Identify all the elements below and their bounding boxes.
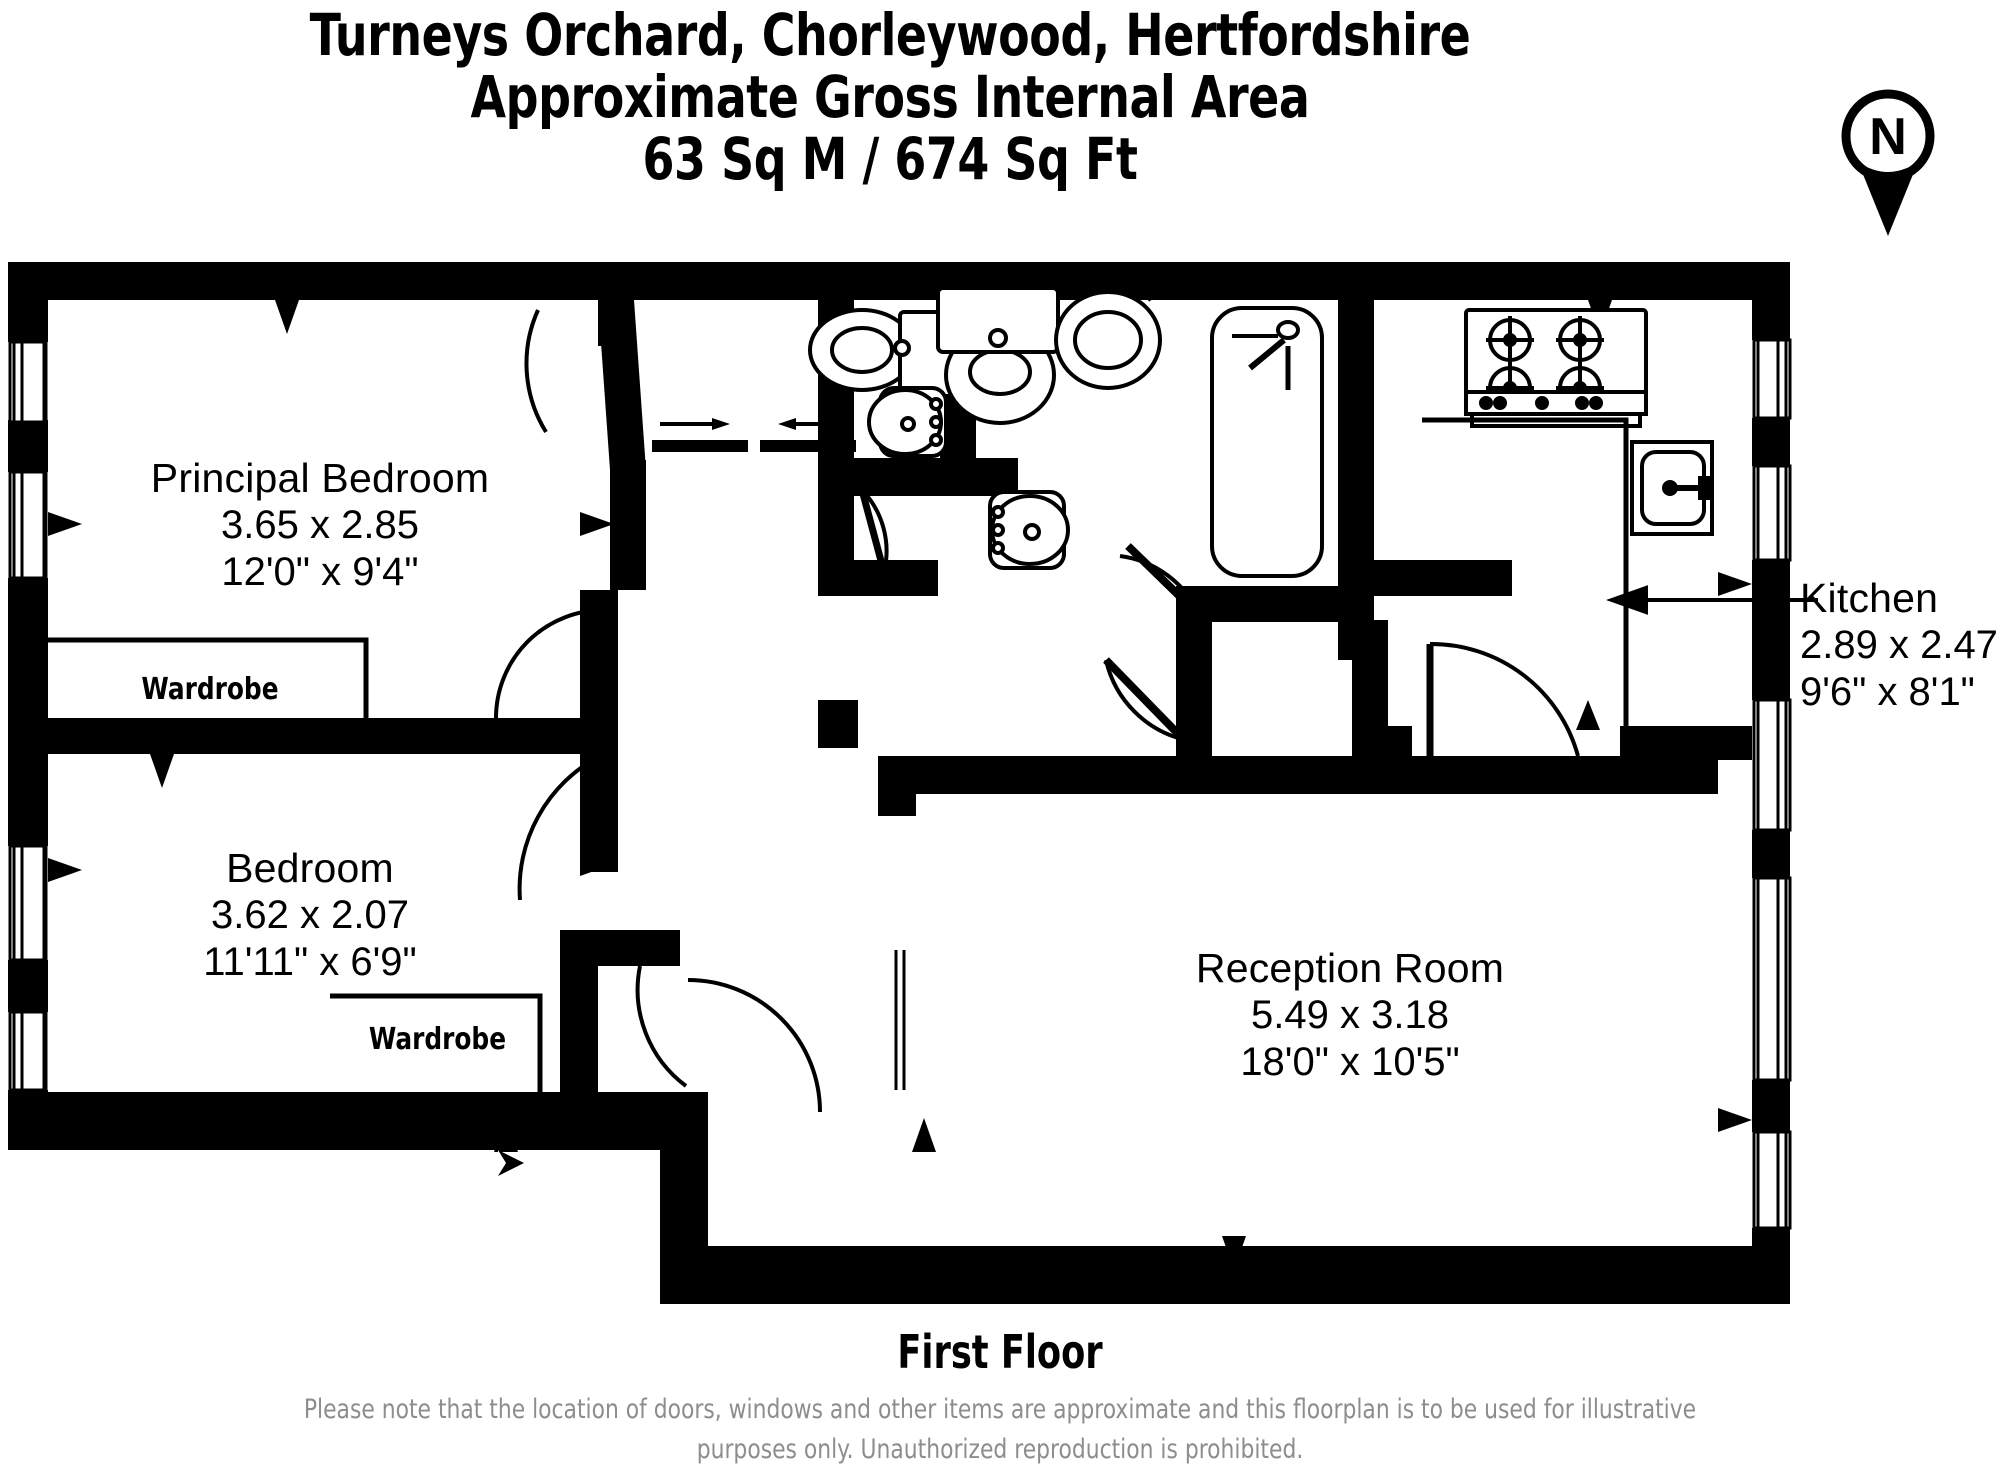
door-bathroom — [860, 488, 889, 573]
principal-bedroom-metric: 3.65 x 2.85 — [221, 503, 419, 547]
bathtub — [1210, 306, 1324, 578]
windows-layer — [8, 338, 1792, 1230]
door-bedroom-2 — [517, 754, 601, 901]
sliding-door-indicators — [652, 418, 856, 452]
wardrobe-principal-outline — [8, 637, 369, 720]
marker-arrow-bedroom-mid — [150, 754, 174, 788]
marker-arrow-reception-top — [912, 1118, 936, 1152]
marker-arrow-reception-right — [1718, 1108, 1752, 1132]
bedroom-imperial: 11'11" x 6'9" — [203, 940, 417, 984]
kitchen-fixtures — [1422, 308, 1714, 742]
principal-bedroom-imperial: 12'0" x 9'4" — [221, 550, 419, 594]
reception-room-metric: 5.49 x 3.18 — [1251, 993, 1449, 1037]
walls-layer — [8, 262, 1790, 1304]
door-principal-bedroom — [494, 608, 605, 719]
window-right-5 — [1752, 1130, 1792, 1230]
floor-name-label: First Floor — [897, 1325, 1103, 1379]
basin-1 — [867, 386, 948, 458]
window-right-4 — [1752, 876, 1792, 1082]
room-label-kitchen: Kitchen 2.89 x 2.47 9'6" x 8'1" — [1800, 575, 2000, 716]
room-label-bedroom: Bedroom 3.62 x 2.07 11'11" x 6'9" — [90, 845, 530, 986]
toilet-2 — [936, 286, 1060, 425]
marker-arrow-kitchen-door — [1576, 700, 1600, 730]
kitchen-leader — [1605, 585, 1818, 615]
doors-layer — [494, 309, 1580, 1113]
disclaimer-block: Please note that the location of doors, … — [0, 1390, 2000, 1470]
disclaimer-line-1: Please note that the location of doors, … — [303, 1394, 1697, 1425]
wardrobe-label-bedroom: Wardrobe — [368, 1022, 507, 1057]
window-left-2 — [8, 470, 48, 580]
marker-arrow-reception-bottom — [1222, 1236, 1246, 1270]
toilet-3 — [1054, 267, 1172, 390]
kitchen-worktop — [1422, 417, 1629, 742]
marker-arrow-left-1 — [48, 512, 82, 536]
wardrobes — [8, 637, 543, 1092]
north-compass-icon: N — [1841, 89, 1935, 236]
window-left-1 — [8, 340, 48, 424]
room-label-principal-bedroom: Principal Bedroom 3.65 x 2.85 12'0" x 9'… — [60, 455, 580, 596]
marker-arrow-kitchen-right — [1718, 572, 1752, 596]
door-kitchen — [1429, 641, 1580, 757]
compass-north-label: N — [1869, 108, 1907, 166]
wardrobe-label-principal: Wardrobe — [141, 672, 279, 707]
reception-room-imperial: 18'0" x 10'5" — [1240, 1040, 1460, 1084]
hob-cooker — [1464, 308, 1648, 428]
window-right-3 — [1752, 698, 1792, 832]
bedroom-name: Bedroom — [226, 845, 394, 891]
marker-arrow-top-bedroom — [275, 300, 299, 334]
marker-arrow-principal-right — [580, 512, 614, 536]
marker-arrow-bedroom-right — [580, 852, 614, 876]
slider-arrow-left — [760, 418, 856, 452]
kitchen-metric: 2.89 x 2.47 — [1800, 623, 1998, 667]
window-right-1 — [1752, 338, 1792, 420]
room-label-reception-room: Reception Room 5.49 x 3.18 18'0" x 10'5" — [1070, 945, 1630, 1086]
kitchen-sink — [1630, 440, 1714, 536]
door-reception — [687, 978, 822, 1113]
area-caption: Approximate Gross Internal Area — [470, 63, 1310, 131]
basin-2 — [988, 490, 1070, 570]
marker-hall-small-notch — [498, 1150, 506, 1176]
kitchen-name: Kitchen — [1800, 575, 1939, 621]
title-block: Turneys Orchard, Chorleywood, Hertfordsh… — [0, 4, 1780, 190]
window-right-2 — [1752, 464, 1792, 562]
reception-room-name: Reception Room — [1195, 945, 1505, 991]
kitchen-imperial: 9'6" x 8'1" — [1800, 670, 1975, 714]
marker-arrow-bath-right — [1358, 568, 1392, 592]
area-value: 63 Sq M / 674 Sq Ft — [642, 125, 1138, 193]
wardrobe-bedroom-outline — [330, 993, 543, 1092]
door-principal-entry — [524, 309, 548, 434]
window-left-3 — [8, 844, 48, 962]
markers-layer — [48, 300, 1752, 1270]
bedroom-metric: 3.62 x 2.07 — [211, 893, 409, 937]
property-address: Turneys Orchard, Chorleywood, Hertfordsh… — [309, 1, 1471, 69]
window-hall-internal — [894, 950, 906, 1090]
marker-hall-small — [498, 1150, 524, 1176]
disclaimer-line-2: purposes only. Unauthorized reproduction… — [696, 1434, 1304, 1465]
slider-arrow-right — [652, 418, 748, 452]
door-hall-lower — [635, 965, 688, 1088]
door-wc — [1104, 659, 1187, 742]
window-left-4 — [8, 1010, 48, 1092]
principal-bedroom-name: Principal Bedroom — [150, 455, 490, 501]
sanitary-fixtures — [808, 267, 1324, 578]
marker-arrow-left-2 — [48, 858, 82, 882]
marker-arrow-hall — [494, 1118, 518, 1152]
